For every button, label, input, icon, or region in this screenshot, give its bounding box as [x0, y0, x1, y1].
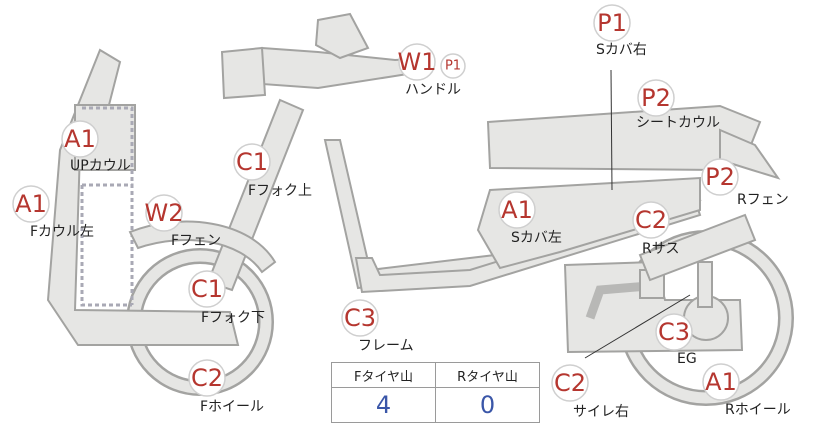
damage-code: P2: [705, 163, 735, 191]
part-label: Fフォク下: [201, 310, 266, 326]
front-tire-header: Fタイヤ山: [331, 362, 436, 388]
damage-marker-circle: [12, 185, 50, 223]
rear-fender-tail: [719, 128, 781, 180]
shock-absorber: [697, 261, 713, 308]
damage-marker-circle: [61, 120, 99, 158]
damage-marker-p2: P2: [637, 79, 675, 117]
part-label: Rサス: [642, 241, 680, 257]
damage-marker-a1: A1: [498, 191, 536, 229]
damage-code: C1: [236, 148, 268, 176]
damage-marker-circle: [655, 313, 693, 351]
damage-marker-w1: W1: [398, 43, 437, 81]
damage-marker-c3: C3: [655, 313, 693, 351]
part-label: フレーム: [358, 338, 414, 354]
rear-suspension: [638, 213, 757, 282]
damage-marker-circle: [637, 79, 675, 117]
part-label: Sカバ右: [596, 42, 647, 58]
damage-marker-a1: A1: [702, 363, 740, 401]
damage-code: C2: [635, 206, 667, 234]
damage-code: C1: [191, 275, 223, 303]
part-label: サイレ右: [573, 404, 629, 420]
mirror: [314, 12, 370, 60]
rear-tire-value: 0: [435, 387, 540, 423]
damage-marker-circle: [341, 299, 379, 337]
part-label: UPカウル: [70, 158, 131, 174]
damage-marker-p2: P2: [701, 158, 739, 196]
damage-marker-circle: [188, 359, 226, 397]
damage-code: P2: [641, 84, 671, 112]
leader-line-silencer: [584, 294, 691, 359]
damage-marker-p1: P1: [440, 53, 466, 79]
part-label: Fフェン: [171, 233, 222, 249]
damage-code: W2: [145, 199, 184, 227]
front-fender: [128, 220, 277, 274]
damage-code: C3: [658, 318, 690, 346]
part-label: Fカウル左: [30, 224, 95, 240]
headlight-unit: [220, 46, 267, 100]
damage-marker-a1: A1: [61, 120, 99, 158]
damage-code: C3: [344, 304, 376, 332]
damage-marker-circle: [593, 4, 631, 42]
damage-code: C2: [554, 369, 586, 397]
damage-marker-circle: [702, 363, 740, 401]
damage-code: C2: [191, 364, 223, 392]
part-label: シートカウル: [636, 115, 720, 131]
damage-marker-a1: A1: [12, 185, 50, 223]
damage-code: P1: [445, 59, 461, 74]
damage-code: A1: [64, 125, 96, 153]
damage-marker-circle: [233, 143, 271, 181]
part-label: Rホイール: [725, 402, 791, 418]
damage-marker-circle: [188, 270, 226, 308]
leader-line-side-cover: [610, 69, 613, 191]
damage-marker-circle: [551, 364, 589, 402]
damage-code: A1: [705, 368, 737, 396]
damage-marker-c3: C3: [341, 299, 379, 337]
damage-marker-c2: C2: [188, 359, 226, 397]
damage-marker-c2: C2: [632, 201, 670, 239]
damage-marker-c1: C1: [233, 143, 271, 181]
damage-marker-circle: [498, 191, 536, 229]
damage-marker-circle: [701, 158, 739, 196]
cowl-dashed-outline: [80, 106, 134, 307]
tire-table-value-row: 4 0: [331, 387, 540, 423]
damage-code: A1: [501, 196, 533, 224]
damage-code: A1: [15, 190, 47, 218]
tire-tread-table: Fタイヤ山 Rタイヤ山 4 0: [331, 362, 540, 423]
damage-marker-circle: [398, 43, 436, 81]
damage-marker-w2: W2: [145, 194, 184, 232]
front-tire-value: 4: [331, 387, 436, 423]
tire-table-header-row: Fタイヤ山 Rタイヤ山: [331, 362, 540, 388]
damage-marker-circle: [145, 194, 183, 232]
damage-marker-circle: [440, 53, 466, 79]
damage-marker-c2: C2: [551, 364, 589, 402]
side-cover: [476, 176, 701, 270]
part-label: ハンドル: [405, 82, 461, 98]
part-label: Sカバ左: [511, 230, 562, 246]
damage-marker-c1: C1: [188, 270, 226, 308]
damage-code: W1: [398, 48, 437, 76]
damage-marker-circle: [632, 201, 670, 239]
rear-tire-header: Rタイヤ山: [435, 362, 540, 388]
damage-code: P1: [597, 9, 627, 37]
part-label: Fホイール: [200, 399, 265, 415]
part-label: Fフォク上: [248, 183, 313, 199]
damage-marker-p1: P1: [593, 4, 631, 42]
part-label: Rフェン: [737, 192, 789, 208]
part-label: EG: [677, 351, 697, 367]
